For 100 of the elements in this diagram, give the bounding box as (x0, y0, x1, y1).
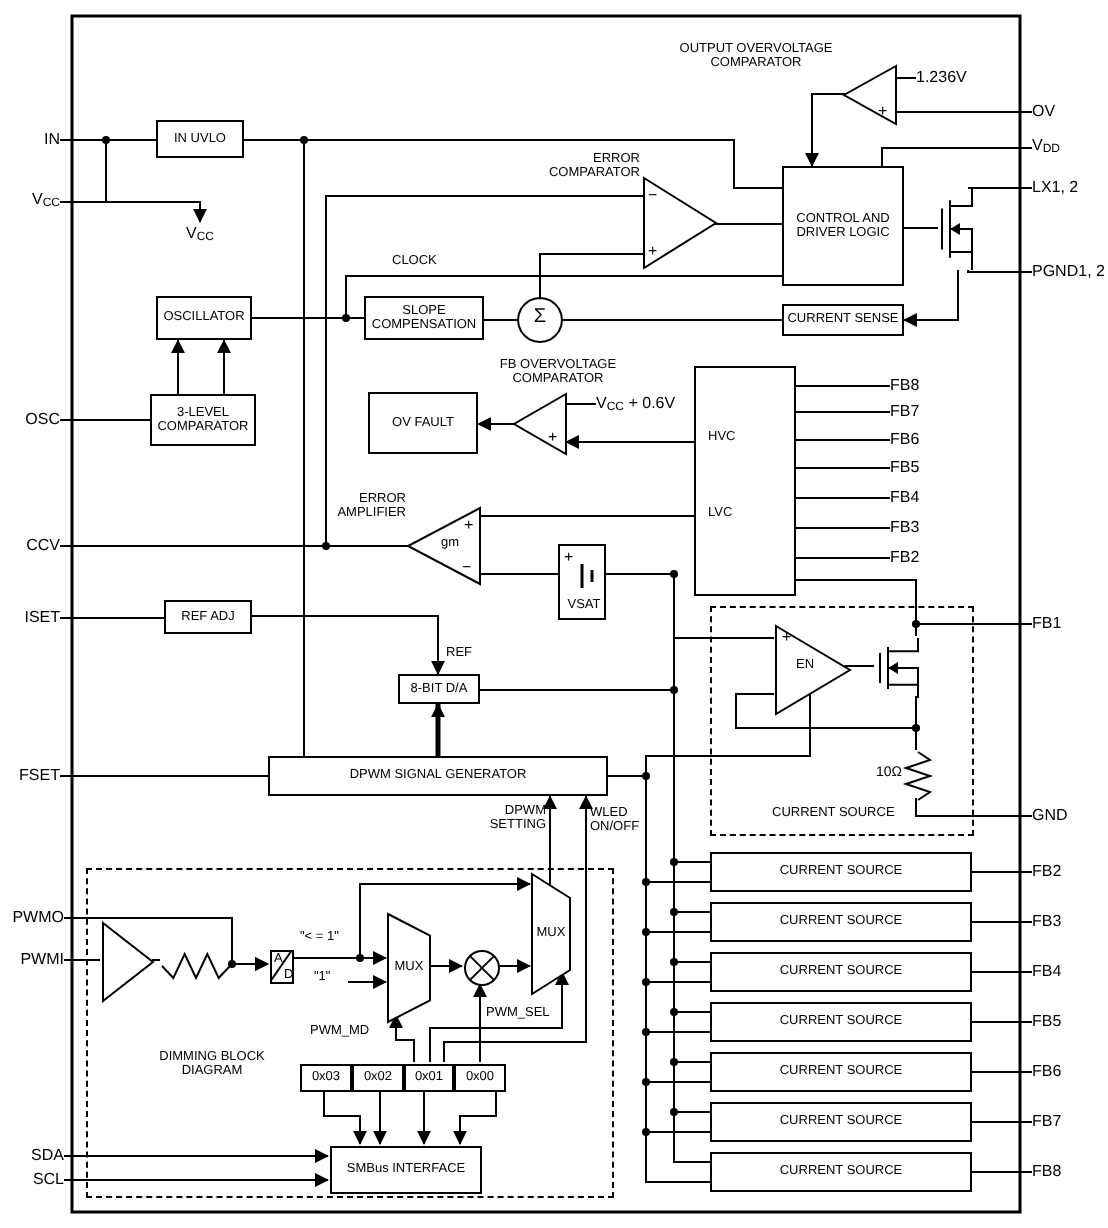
multiplexer-symbol (388, 914, 430, 1022)
arrow (251, 615, 445, 675)
connector (479, 573, 559, 575)
connector (795, 579, 1033, 625)
summing-junction (518, 298, 562, 342)
arrow (497, 959, 531, 973)
dashed-group-box (710, 606, 974, 836)
function-block (782, 304, 904, 336)
connector (971, 1071, 1033, 1073)
arrow (543, 795, 557, 886)
pin-label: FSET (4, 764, 60, 788)
arrow (427, 959, 463, 973)
register-cell (404, 1064, 454, 1092)
arrow (565, 435, 695, 449)
arrow (171, 339, 185, 395)
converter-block (270, 950, 294, 984)
connector (967, 269, 1033, 273)
arrow (429, 970, 569, 1063)
arrow (903, 269, 959, 327)
signal-label: FB2 (890, 546, 938, 570)
pin-label: PWMI (0, 948, 64, 972)
polarity-sign: + (878, 102, 890, 121)
pin-label: FB8 (1032, 1160, 1084, 1184)
connector (561, 319, 783, 321)
connector (795, 385, 891, 387)
reference-label: V$_{CC}$ + 0.6V (596, 392, 692, 416)
connector (795, 439, 891, 441)
arrow (473, 983, 487, 1063)
arrow (431, 703, 445, 756)
function-block (164, 600, 252, 634)
connector (63, 959, 101, 961)
connector (735, 693, 917, 751)
register-cell (454, 1064, 506, 1092)
function-block (156, 296, 252, 340)
function-block (268, 756, 608, 796)
function-block (710, 1002, 972, 1042)
voltage-source-block (558, 544, 606, 620)
function-block (710, 1102, 972, 1142)
pin-label: V$_{DD}$ (1032, 134, 1080, 162)
buffer-symbol (102, 922, 154, 1002)
connector (881, 147, 1033, 167)
pin-label: FB4 (1032, 960, 1084, 984)
connector (971, 971, 1033, 973)
arrow (323, 1089, 367, 1145)
function-block (398, 674, 480, 704)
pin-label: PWMO (0, 906, 64, 930)
pin-label: OSC (8, 408, 60, 432)
pin-label: FB6 (1032, 1060, 1084, 1084)
mosfet-symbol (876, 638, 920, 698)
connector (795, 557, 891, 559)
connector (59, 139, 107, 203)
connector (59, 775, 269, 777)
arrow (389, 1013, 415, 1063)
register-cell (300, 1064, 352, 1092)
arrow (805, 93, 847, 167)
voltage-selector-block (694, 366, 796, 596)
connector (59, 545, 409, 547)
connector (971, 1171, 1033, 1173)
connector (971, 1121, 1033, 1123)
function-block (330, 1146, 482, 1194)
pin-label: IN (8, 128, 60, 152)
signal-label: FB7 (890, 400, 938, 424)
mosfet-symbol (938, 188, 974, 270)
signal-label: FB4 (890, 486, 938, 510)
polarity-sign: − (648, 186, 660, 205)
connector (151, 959, 161, 961)
signal-label: FB3 (890, 516, 938, 540)
connector (895, 111, 1033, 113)
function-block (150, 394, 256, 446)
function-block (782, 166, 904, 286)
connector (795, 411, 891, 413)
resistor-symbol (162, 954, 230, 978)
connector (565, 403, 597, 405)
arrow (417, 1089, 431, 1145)
function-block (156, 120, 244, 158)
pin-label: ISET (4, 606, 60, 630)
function-block (710, 852, 972, 892)
polarity-sign: + (782, 628, 794, 647)
amplifier-symbol (776, 626, 850, 714)
connector (795, 497, 891, 499)
pin-label: CCV (8, 534, 60, 558)
reference-label: 1.236V (916, 66, 980, 90)
polarity-sign: + (548, 428, 560, 447)
connector (713, 223, 783, 225)
pin-label: FB7 (1032, 1110, 1084, 1134)
arrow (443, 795, 593, 1063)
connector (251, 275, 783, 319)
connector (483, 319, 519, 321)
connector (967, 187, 1033, 189)
connector (795, 467, 891, 469)
pin-label: FB1 (1032, 612, 1080, 636)
function-block (710, 1052, 972, 1092)
multiplier-symbol (464, 950, 500, 986)
arrow (477, 417, 515, 431)
pin-label: PGND1, 2 (1032, 260, 1108, 284)
pin-label: GND (1032, 804, 1084, 828)
connector (539, 253, 645, 299)
function-block (710, 952, 972, 992)
connector (895, 77, 917, 79)
polarity-sign: − (462, 558, 474, 577)
